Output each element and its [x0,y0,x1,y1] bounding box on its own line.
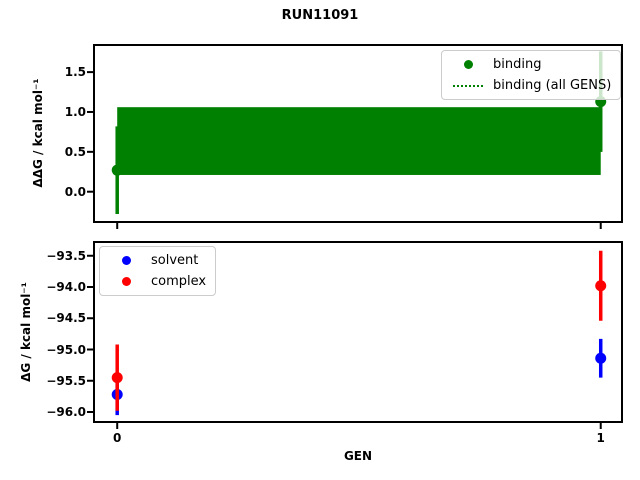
complex-point [595,280,607,292]
uncertainty-band [117,107,601,175]
legend-label-binding: binding [493,57,542,72]
top-y-axis-label: ΔΔG / kcal mol⁻¹ [31,78,45,188]
complex-legend-dot-icon [121,277,131,286]
y-tick-label: 0.5 [64,144,86,159]
x-tick-label: 1 [596,431,605,445]
y-tick-label: −95.5 [46,373,86,388]
legend-label-binding-all-gens: binding (all GENS) [493,78,612,93]
y-tick-label: −96.0 [46,405,86,419]
legend-label-solvent: solvent [151,253,199,268]
x-tick-label: 0 [113,431,122,445]
y-tick-label: −95.0 [46,342,86,357]
binding-point [111,164,123,176]
binding-legend-dot-icon [463,60,473,69]
bottom-legend: solvent complex [99,246,217,296]
legend-entry-complex: complex [109,272,206,291]
legend-entry-binding-all-gens: binding (all GENS) [451,76,611,95]
y-tick-label: −93.5 [46,248,86,263]
x-axis-label: GEN [343,449,373,463]
legend-entry-solvent: solvent [109,251,206,270]
legend-entry-binding: binding [451,55,611,74]
figure-title: RUN11091 [281,8,359,23]
legend-label-complex: complex [151,274,207,289]
y-tick-label: 1.5 [64,65,86,80]
y-tick-label: −94.0 [46,280,86,294]
solvent-legend-dot-icon [121,256,131,265]
complex-point [111,372,123,384]
y-tick-label: 1.0 [64,104,86,119]
solvent-point [595,352,607,364]
binding-all-gens-dotted-line-icon [453,84,483,87]
bottom-axes-frame [93,241,623,423]
top-axes-frame [93,44,623,223]
top-legend: binding binding (all GENS) [441,50,622,100]
y-tick-label: −94.5 [46,311,86,326]
bottom-y-axis-label: ΔG / kcal mol⁻¹ [19,282,33,382]
y-tick-label: 0.0 [64,184,86,199]
